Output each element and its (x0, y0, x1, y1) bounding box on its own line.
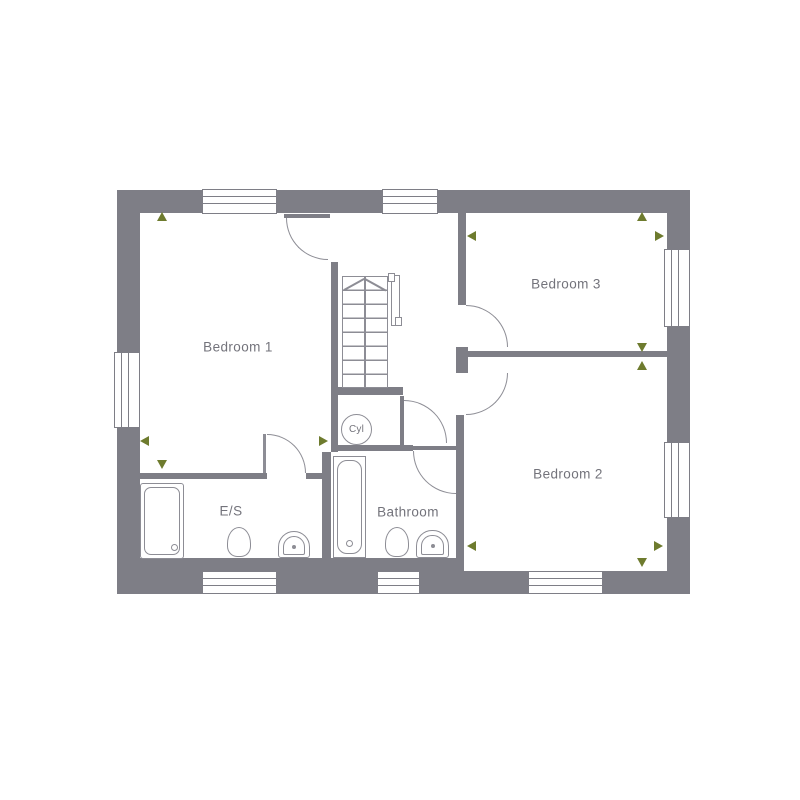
window-glazing (377, 578, 420, 586)
ensuite-door-arc (267, 434, 306, 473)
window-bedroom2-right (664, 442, 690, 518)
bathroom-door-head (413, 446, 456, 450)
bedroom2-label: Bedroom 2 (533, 466, 603, 482)
wall-landing-west (331, 262, 338, 452)
wall-bedroom1-south-left (138, 473, 267, 479)
measurement-marker-down (157, 460, 167, 469)
wall-bathroom-plinth (331, 558, 456, 571)
bathroom-door-arc (413, 451, 456, 494)
window-bathroom-bottom (377, 571, 420, 594)
wall-bedroom1-south-right (306, 473, 331, 479)
window-bedroom3-right (664, 249, 690, 327)
staircase-divider (364, 276, 366, 388)
wall-under-stairs (331, 387, 403, 395)
cylinder-symbol: Cyl (341, 414, 372, 445)
bedroom3-label: Bedroom 3 (531, 276, 601, 292)
cupboard-door-arc (404, 400, 447, 443)
measurement-marker-right (319, 436, 328, 446)
window-bedroom2-bottom (528, 571, 603, 594)
measurement-marker-up (637, 361, 647, 370)
measurement-marker-left (467, 231, 476, 241)
bathroom-toilet (385, 527, 409, 557)
measurement-marker-down (637, 558, 647, 567)
measurement-marker-left (467, 541, 476, 551)
window-bedroom1-left (114, 352, 140, 428)
window-glazing (528, 578, 603, 586)
window-glazing (202, 196, 277, 204)
handrail-newel-post (388, 273, 395, 282)
bedroom1-door-head (284, 214, 330, 218)
bedroom3-door-arc (466, 305, 508, 347)
measurement-marker-right (655, 231, 664, 241)
wall-bathroom-north (331, 445, 413, 451)
window-landing-top (382, 189, 438, 214)
measurement-marker-down (637, 343, 647, 352)
wall-landing-east-upper (458, 213, 466, 305)
bedroom2-door-arc (466, 373, 508, 415)
ensuite-label: E/S (219, 503, 243, 519)
ensuite-door-leaf (263, 434, 266, 473)
window-glazing (671, 249, 679, 327)
window-glazing (671, 442, 679, 518)
wall-ensuite-east (322, 452, 331, 571)
bathroom-label: Bathroom (377, 504, 439, 520)
measurement-marker-up (157, 212, 167, 221)
cylinder-label: Cyl (348, 424, 365, 435)
bedroom1-label: Bedroom 1 (203, 339, 273, 355)
bathtub-drain (346, 540, 353, 547)
window-bedroom1-top (202, 189, 277, 214)
wall-ensuite-plinth (138, 558, 322, 571)
handrail-newel-post (395, 317, 402, 326)
measurement-marker-up (637, 212, 647, 221)
window-ensuite-bottom (202, 571, 277, 594)
wall-bathroom-bedroom2 (456, 415, 464, 571)
wall-bedroom3-bedroom2 (462, 351, 667, 357)
measurement-marker-right (654, 541, 663, 551)
bedroom1-door-arc (286, 218, 328, 260)
ensuite-basin (278, 531, 310, 558)
window-glazing (121, 352, 129, 428)
window-glazing (382, 196, 438, 204)
measurement-marker-left (140, 436, 149, 446)
window-glazing (202, 578, 277, 586)
bathroom-basin (416, 530, 449, 558)
wall-cupboard-front (400, 396, 404, 445)
shower-drain (171, 544, 178, 551)
bathtub (333, 456, 366, 558)
ensuite-toilet (227, 527, 251, 557)
